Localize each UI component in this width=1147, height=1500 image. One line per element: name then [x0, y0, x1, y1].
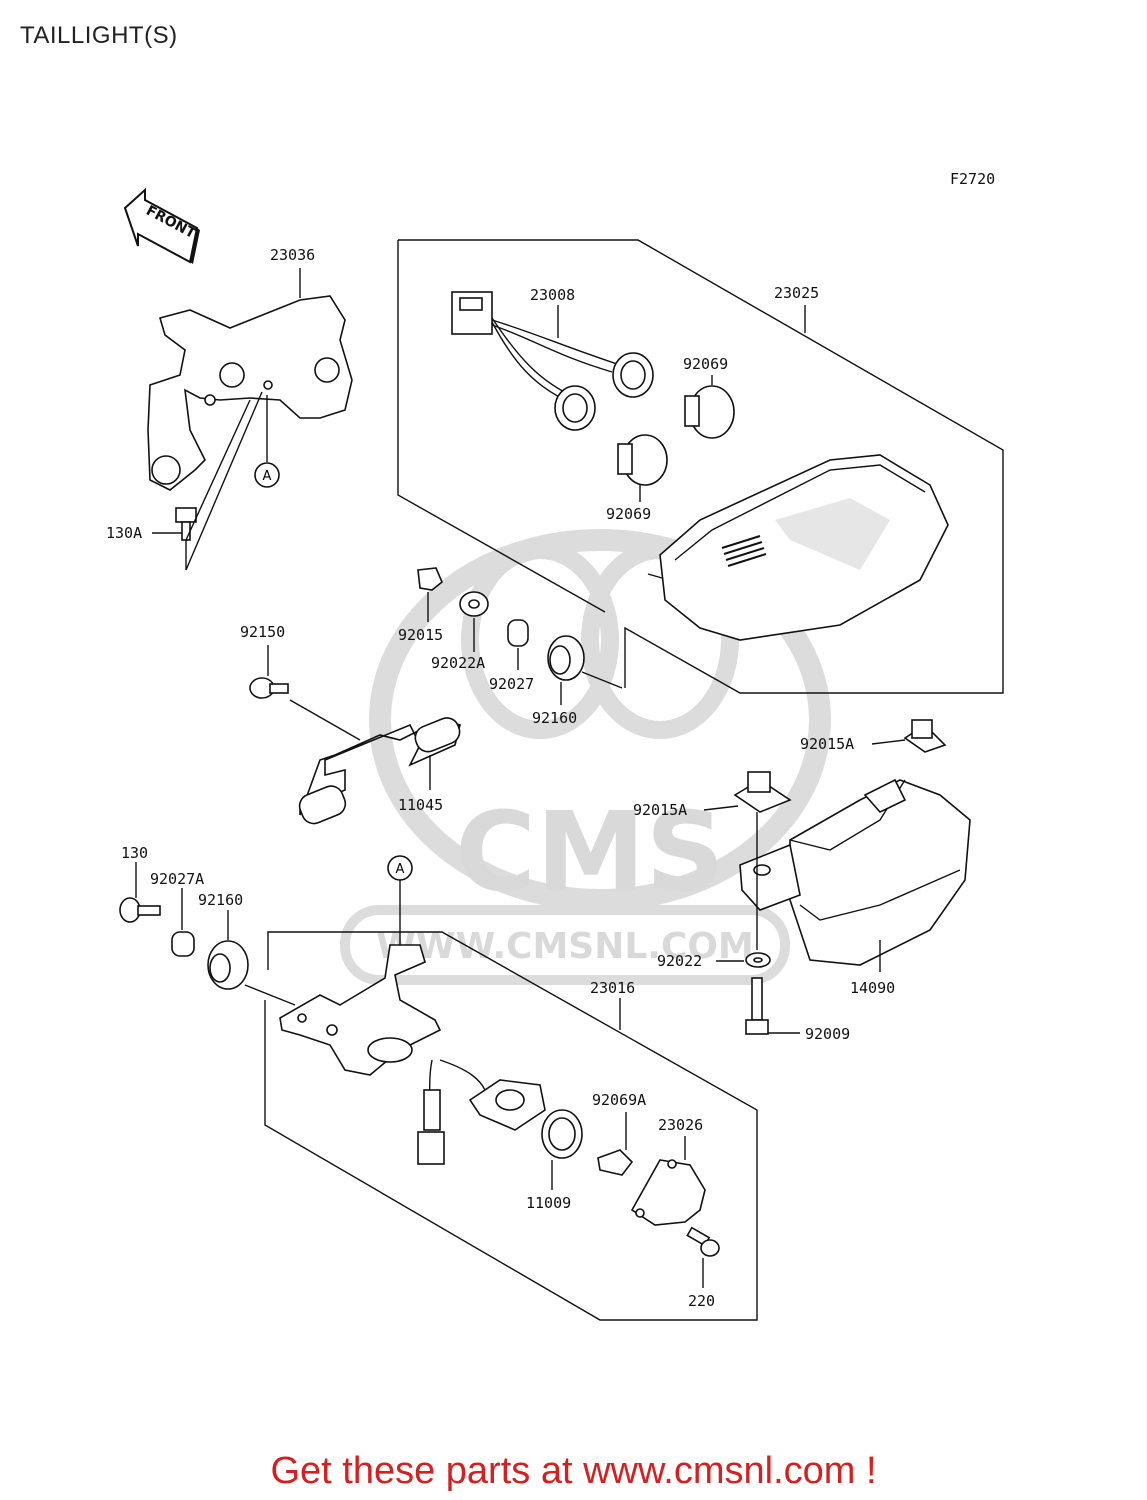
- label-part-17: 23016: [590, 979, 635, 997]
- label-part-12: 92015A: [800, 735, 854, 753]
- watermark-logo: CMS WWW.CMSNL.COM: [340, 529, 831, 985]
- collar-92027: [507, 619, 529, 670]
- bolt-92150: [249, 645, 361, 741]
- label-part-0: 23036: [270, 246, 315, 264]
- label-part-4: 92069: [606, 505, 651, 523]
- bolt-92009: [745, 977, 800, 1035]
- nut-92015: [417, 567, 443, 622]
- label-part-20: 92009: [805, 1025, 850, 1043]
- watermark-logo-text: CMS: [455, 788, 724, 916]
- label-part-10: 92150: [240, 623, 285, 641]
- grommet-92160-lower: [207, 910, 296, 1006]
- label-part-14: 130: [121, 844, 148, 862]
- label-part-21: 92069A: [592, 1091, 646, 1109]
- washer-92022: [716, 952, 771, 968]
- screw-220: [686, 1226, 720, 1288]
- gasket-11009: [541, 1109, 583, 1190]
- assembly-box-23016: [264, 931, 758, 1321]
- clip-nut-92015a-lower: [703, 771, 792, 950]
- washer-92022a: [459, 591, 489, 652]
- grommet-92160-upper: [547, 635, 623, 705]
- label-part-22: 23026: [658, 1116, 703, 1134]
- bulb-92069-upper: [684, 375, 735, 439]
- label-part-18: 92022: [657, 952, 702, 970]
- figure-code: F2720: [950, 170, 995, 188]
- footer-link[interactable]: Get these parts at www.cmsnl.com !: [270, 1450, 877, 1492]
- rear-fender-14090: [739, 778, 971, 972]
- assembly-box-23025: [398, 239, 1004, 694]
- label-part-8: 92027: [489, 675, 534, 693]
- label-part-6: 92015: [398, 626, 443, 644]
- page-title: TAILLIGHT(S): [20, 22, 178, 49]
- label-part-1: 23008: [530, 286, 575, 304]
- license-bracket: [279, 944, 442, 1076]
- license-light-socket: [417, 1059, 546, 1165]
- label-part-9: 92160: [532, 709, 577, 727]
- lens-23026: [630, 1136, 706, 1226]
- bracket-11045: [298, 717, 461, 825]
- front-arrow-icon: FRONT: [123, 187, 200, 264]
- label-part-11: 11045: [398, 796, 443, 814]
- bracket-23036: [147, 268, 353, 491]
- label-part-19: 14090: [850, 979, 895, 997]
- ref-marker-a-bottom: A: [387, 855, 413, 950]
- label-part-5: 130A: [106, 524, 142, 542]
- label-part-23: 11009: [526, 1194, 571, 1212]
- taillight-lens: [647, 454, 949, 641]
- label-part-3: 92069: [683, 355, 728, 373]
- wiring-harness-23008: [451, 291, 654, 431]
- label-part-7: 92022A: [431, 654, 485, 672]
- ref-marker-a-bottom-label: A: [396, 862, 405, 877]
- bulb-92069a: [597, 1112, 634, 1176]
- label-part-13: 92015A: [633, 801, 687, 819]
- label-part-16: 92160: [198, 891, 243, 909]
- watermark-url: WWW.CMSNL.COM: [376, 926, 754, 967]
- label-part-2: 23025: [774, 284, 819, 302]
- bolt-130a: [152, 391, 263, 571]
- bolt-130: [119, 862, 161, 923]
- label-part-24: 220: [688, 1292, 715, 1310]
- bulb-92069-lower: [617, 434, 668, 502]
- ref-marker-a-top: A: [254, 395, 280, 488]
- collar-92027a: [171, 888, 195, 957]
- label-part-15: 92027A: [150, 870, 204, 888]
- ref-marker-a-top-label: A: [263, 469, 272, 484]
- clip-nut-92015a-upper: [871, 719, 947, 753]
